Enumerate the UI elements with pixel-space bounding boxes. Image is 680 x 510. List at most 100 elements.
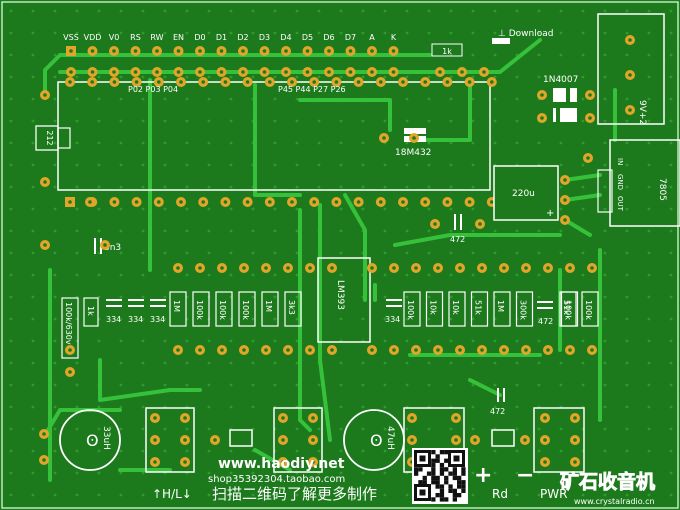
mcu-pad (353, 197, 364, 207)
lcd-pin-label: D7 (345, 33, 356, 42)
pad (537, 113, 547, 123)
inductor-left-label: 33uH (101, 426, 111, 450)
brand-watermark: 矿石收音机 www.crystalradio.cn (560, 470, 656, 506)
resistor-label: 100k (406, 300, 415, 320)
lm393-label: LM393 (335, 280, 345, 310)
mcu-pad (420, 197, 431, 207)
pad (409, 133, 419, 143)
pad (587, 263, 597, 273)
pad (455, 263, 465, 273)
lcd-pin-label: D4 (280, 33, 291, 42)
power-connector: 9V+2 (597, 13, 665, 125)
reg-pin-gnd: GND (616, 174, 624, 190)
pad (565, 263, 575, 273)
inductor-right-label: 47uH (385, 426, 395, 450)
pad (65, 197, 75, 207)
lcd-pad (388, 67, 399, 77)
lcd-pad (109, 67, 119, 77)
resistor-label: 10k (429, 300, 438, 315)
lcd-pad (302, 46, 313, 56)
svg-text:+: + (546, 208, 554, 219)
cap-334-label: 334 (128, 315, 143, 324)
lcd-pad (195, 67, 205, 77)
mcu-pad (464, 197, 475, 207)
mcu-pad (353, 77, 364, 87)
resistor-label: 300k (519, 300, 528, 320)
mcu-pad (220, 197, 231, 207)
pad (560, 175, 570, 185)
lcd-pin-label: D0 (194, 33, 205, 42)
lcd-pin-label: A (369, 33, 375, 42)
jumper-212: 212 (35, 125, 59, 151)
lcd-pad (281, 67, 291, 77)
pad (308, 457, 318, 467)
mcu-pad (65, 77, 75, 87)
crystal-label: 18M432 (395, 148, 431, 158)
pad (430, 219, 440, 229)
mcu-pad (264, 77, 275, 87)
regulator-label: 7805 (657, 178, 667, 201)
pad (308, 435, 318, 445)
pad (278, 435, 288, 445)
mcu-pad (375, 197, 386, 207)
lcd-pin-label: EN (173, 33, 184, 42)
resistor-label: 1M (496, 300, 505, 312)
res-100k-630v: 100k/630v (61, 297, 79, 359)
qr-code[interactable] (412, 448, 468, 504)
pad (560, 215, 570, 225)
pad (521, 263, 531, 273)
pad (195, 263, 205, 273)
resistor-label: 51k (474, 300, 483, 315)
bottom-silkscreen: www.haodiy.net shop35392304.taobao.com 扫… (152, 456, 567, 503)
mcu-right-pins-label: P45 P44 P27 P26 (278, 85, 346, 94)
mcu-pad (464, 77, 475, 87)
mcu-pad (287, 197, 297, 207)
pad (583, 153, 593, 163)
pad (570, 435, 580, 445)
pad (625, 70, 635, 80)
mcu-pad (153, 77, 164, 87)
mcu-pad (331, 197, 342, 207)
res-1k-small-label: 1k (86, 306, 95, 316)
mcu-pad (264, 197, 275, 207)
inductor-33uh: ʘ 33uH (59, 409, 121, 471)
pad (477, 345, 487, 355)
resistor-label: 100k (195, 300, 204, 320)
lcd-pad (216, 67, 227, 77)
pad (540, 435, 550, 445)
pad (407, 413, 417, 423)
pad (543, 263, 553, 273)
pad (85, 197, 95, 207)
pad (540, 413, 550, 423)
pad (585, 113, 595, 123)
pad (40, 240, 50, 250)
mcu-top-pads (65, 77, 497, 87)
scan-hint-text: 扫描二维码了解更多制作 (212, 485, 377, 503)
mcu-pad (198, 77, 209, 87)
mcu-pad (398, 77, 408, 87)
cap-472-mid-label: 472 (450, 235, 465, 244)
resistor-label: 100k (241, 300, 250, 320)
pad (433, 263, 443, 273)
pad (407, 435, 417, 445)
pad (217, 263, 227, 273)
pad (587, 345, 597, 355)
pad (570, 413, 580, 423)
jumper-212-label: 212 (45, 130, 54, 145)
pwr-label: PWR (540, 487, 567, 501)
svg-text:ʘ: ʘ (86, 431, 99, 450)
lcd-pin-label: D5 (302, 33, 313, 42)
mcu-pad (398, 197, 408, 207)
mcu-pad (331, 77, 342, 87)
pad (150, 435, 160, 445)
pad (543, 345, 553, 355)
lcd-pad (324, 46, 334, 56)
lcd-pad (259, 46, 270, 56)
lcd-pad (87, 46, 98, 56)
resistor-label: 100k (218, 300, 227, 320)
lcd-pin-label: D2 (237, 33, 248, 42)
pad (455, 345, 465, 355)
pad (411, 345, 421, 355)
